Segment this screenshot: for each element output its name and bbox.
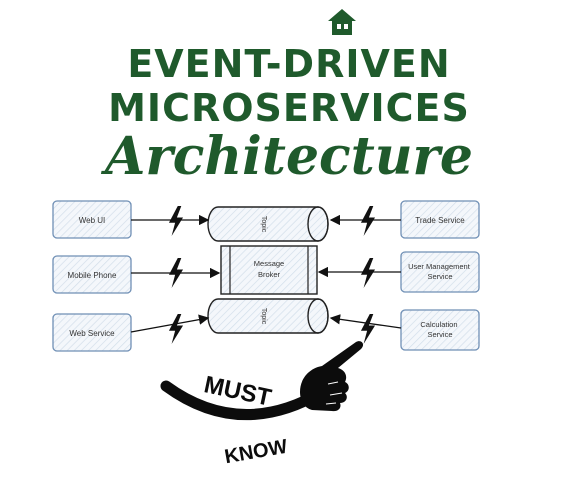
consumer-user-management-service-label: User Management Service (408, 262, 472, 281)
lightning-icon (360, 206, 376, 236)
consumer-trade-service-label: Trade Service (415, 216, 465, 225)
broker-label-line1: Message (254, 259, 284, 268)
consumer-calculation-service-label: Calculation Service (420, 320, 459, 339)
title-line-2: MICROSERVICES (108, 86, 470, 130)
producer-mobile-phone: Mobile Phone (52, 255, 132, 294)
producer-web-service-label: Web Service (69, 329, 115, 338)
producer-web-service: Web Service (52, 313, 132, 352)
topic-cylinder-bottom: Topic (207, 298, 329, 334)
lightning-icon (168, 314, 184, 344)
lightning-icon (360, 258, 376, 288)
lightning-icon (360, 314, 376, 344)
pointing-hand-icon (300, 341, 364, 412)
topic-top-label: Topic (260, 216, 267, 233)
producer-mobile-phone-label: Mobile Phone (68, 271, 117, 280)
message-broker: Message Broker (220, 245, 318, 295)
consumer-user-management-service: User Management Service (400, 251, 480, 293)
producer-web-ui: Web UI (52, 200, 132, 239)
must-know-badge: MUST KNOW (160, 341, 364, 469)
topic-bottom-label: Topic (260, 308, 267, 325)
topic-cylinder-top: Topic (207, 206, 329, 242)
consumer-calculation-service: Calculation Service (400, 309, 480, 351)
arrow-web-service (130, 314, 210, 333)
title-line-1: EVENT-DRIVEN (127, 42, 451, 86)
lightning-icon (168, 206, 184, 236)
badge-word-know: KNOW (223, 436, 289, 469)
broker-label-line2: Broker (258, 270, 281, 279)
house-icon (328, 9, 356, 35)
consumer-trade-service: Trade Service (400, 200, 480, 239)
title-line-3: Architecture (104, 126, 474, 187)
producer-web-ui-label: Web UI (79, 216, 106, 225)
